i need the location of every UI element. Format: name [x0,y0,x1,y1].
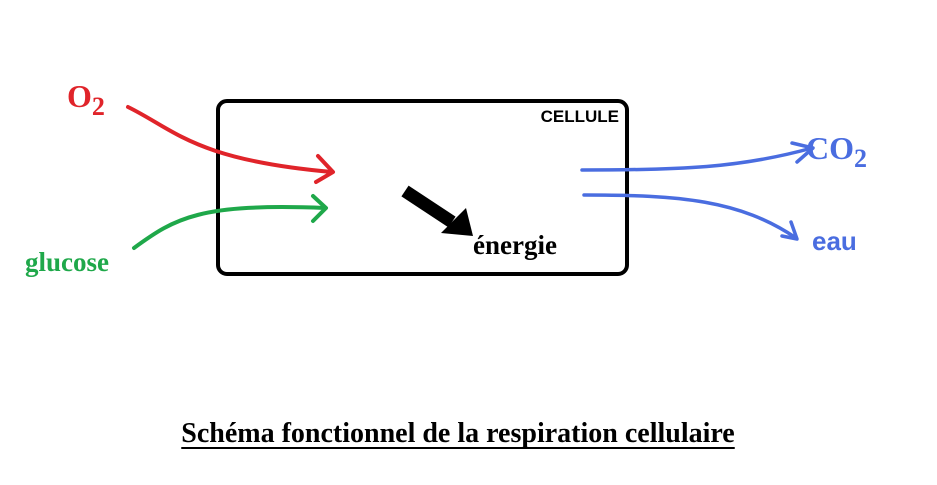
carbon-dioxide-arrow [580,141,815,172]
carbon-dioxide-subscript: 2 [854,144,867,173]
energy-arrow [401,185,473,236]
cell-label: CELLULE [541,107,619,126]
oxygen-subscript: 2 [92,92,105,121]
diagram-caption: Schéma fonctionnel de la respiration cel… [181,418,734,449]
cell-box [216,99,629,276]
glucose-label: glucose [25,247,109,277]
energy-label: énergie [473,230,557,260]
carbon-dioxide-label: CO2 [806,130,867,173]
carbon-dioxide-base: CO [806,130,854,166]
water-label: eau [812,226,857,256]
oxygen-label: O2 [67,78,105,121]
oxygen-base: O [67,78,92,114]
glucose-arrow [132,194,328,250]
oxygen-arrow [126,105,335,184]
water-arrow [582,193,799,241]
